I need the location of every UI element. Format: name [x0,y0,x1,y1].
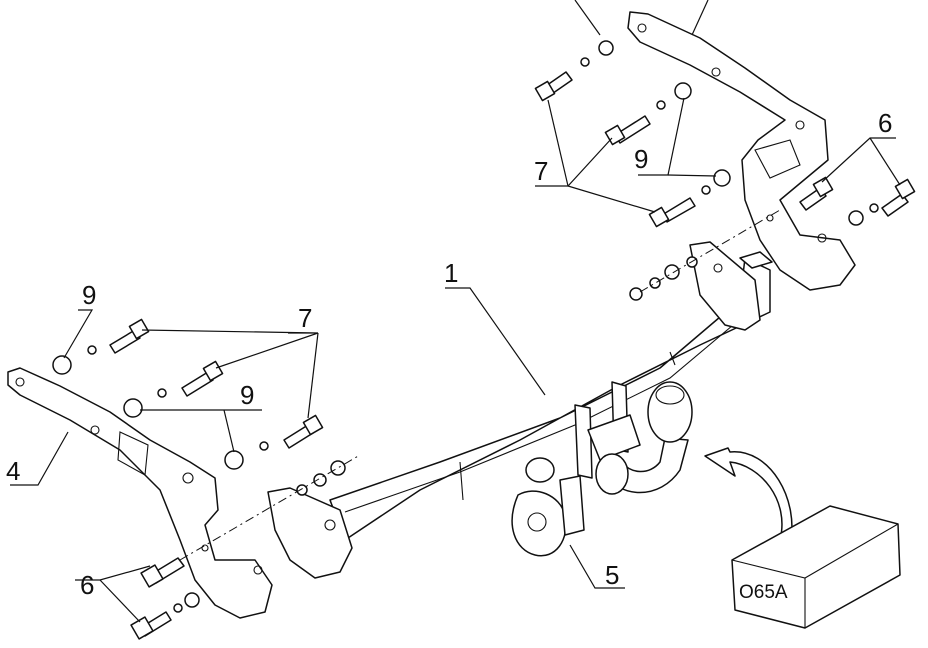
label-part-7-right: 7 [534,156,548,186]
label-part-5: 5 [605,560,619,590]
label-part-1: 1 [444,258,458,288]
socket-plate [511,475,585,557]
right-bracket [627,11,856,291]
label-part-6-right: 6 [878,108,892,138]
curved-arrow-icon [704,447,793,546]
label-part-9-left-mid: 9 [240,380,254,410]
label-part-4: 4 [6,456,20,486]
label-part-6-left: 6 [80,570,94,600]
label-part-9-left-top: 9 [82,280,96,310]
part-labels: 1 4 5 6 6 7 7 9 9 9 [6,108,892,600]
leader-lines [10,0,901,623]
fasteners-top [534,40,916,301]
main-crossbar [267,241,773,579]
left-bracket [7,367,273,619]
package-box: O65A [731,505,901,629]
label-part-7-left: 7 [298,303,312,333]
box-code: O65A [739,582,788,603]
centre-lines [179,209,781,561]
label-part-9-right: 9 [634,144,648,174]
tow-ball-assembly [525,381,693,495]
